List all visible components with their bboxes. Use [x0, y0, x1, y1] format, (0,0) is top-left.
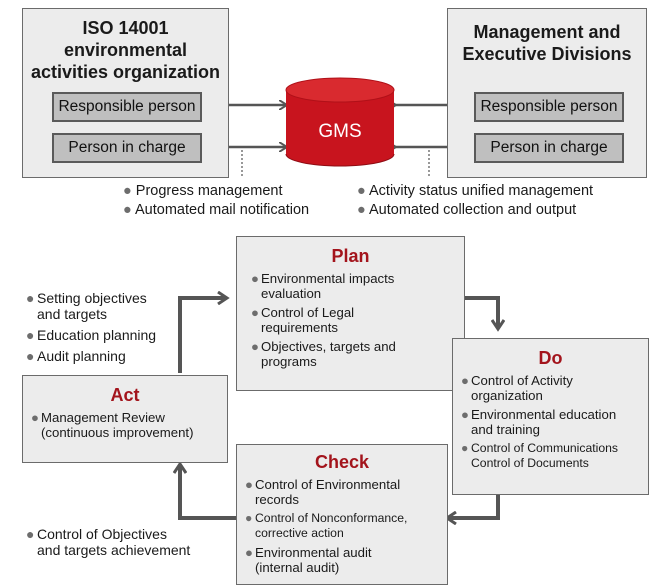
act-box: Act ●Management Review(continuous improv…: [22, 375, 228, 463]
arrow-plan-to-do: [465, 296, 498, 328]
left-person-in-charge: Person in charge: [52, 133, 202, 163]
list-item: ●Audit planning: [26, 348, 126, 364]
plan-title: Plan: [331, 246, 370, 266]
list-item: ● Activity status unified management: [357, 183, 594, 199]
arrow-do-to-check: [448, 495, 500, 518]
management-divisions-title: Management and Executive Divisions: [462, 22, 632, 64]
list-item: ●Control of Nonconformance,corrective ac…: [245, 511, 408, 540]
arrow-act-to-plan: [178, 298, 226, 373]
iso14001-title: ISO 14001 environmental activities organ…: [30, 18, 221, 82]
list-item: ●Education planning: [26, 327, 157, 343]
list-item: ● Automated collection and output: [357, 202, 577, 218]
gms-notes-right: ● Activity status unified management ● A…: [357, 182, 593, 220]
arrow-check-to-act: [180, 465, 238, 520]
list-item: ● Progress management: [123, 183, 283, 199]
right-responsible-person: Responsible person: [474, 92, 624, 122]
act-title: Act: [110, 385, 140, 405]
list-item: ●Management Review(continuous improvemen…: [31, 410, 194, 440]
right-person-in-charge: Person in charge: [474, 133, 624, 163]
list-item: ● Automated mail notification: [123, 202, 310, 218]
gms-notes-left: ● Progress management ● Automated mail n…: [123, 182, 309, 220]
check-title: Check: [314, 452, 370, 472]
left-responsible-person: Responsible person: [52, 92, 202, 122]
gms-database-icon: [285, 77, 395, 167]
do-title: Do: [538, 348, 563, 368]
gms-label: GMS: [318, 121, 362, 142]
list-item: ●Environmental audit(internal audit): [245, 545, 372, 575]
